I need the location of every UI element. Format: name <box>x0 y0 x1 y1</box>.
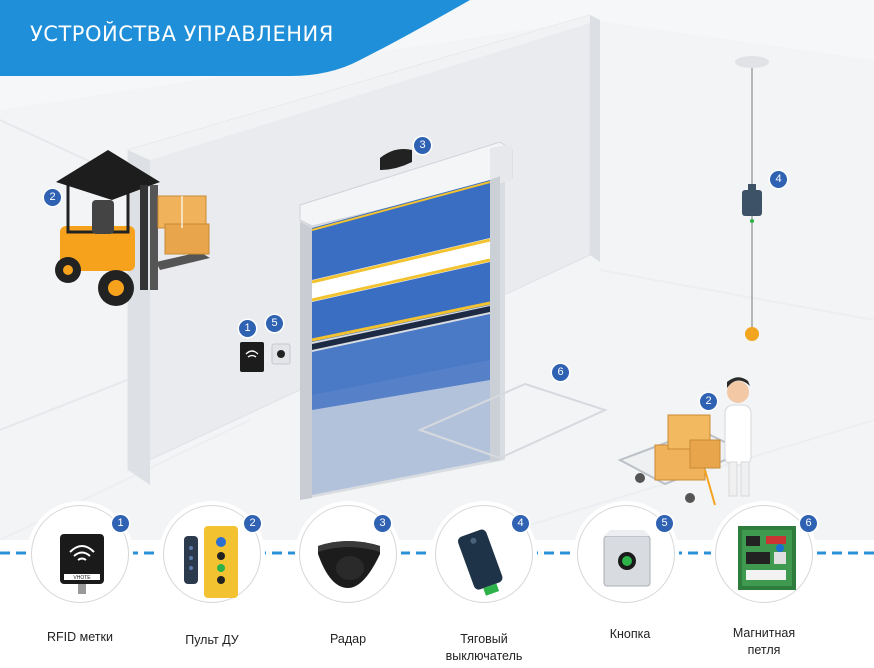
remote-control-icon <box>184 526 238 598</box>
scene-marker-button: 5 <box>266 315 283 332</box>
device-label-radar: Радар <box>329 632 367 646</box>
device-label-button: Кнопка <box>609 627 651 641</box>
push-button-icon <box>603 530 651 587</box>
scene-marker-forklift: 2 <box>44 189 61 206</box>
warehouse-scene <box>0 14 769 506</box>
magnetic-loop-icon <box>738 526 796 590</box>
forklift-illustration <box>55 150 210 306</box>
radar-icon <box>318 541 380 588</box>
scene-marker-magnetic-loop: 6 <box>552 364 569 381</box>
scene-marker-radar: 3 <box>414 137 431 154</box>
rfid-tag-icon: VHOTE <box>60 534 104 594</box>
device-number-2: 2 <box>244 515 261 532</box>
pull-switch-icon <box>457 529 503 596</box>
scene-marker-worker-remote: 2 <box>700 393 717 410</box>
scene-marker-rfid: 1 <box>239 320 256 337</box>
device-number-6: 6 <box>800 515 817 532</box>
device-number-3: 3 <box>374 515 391 532</box>
device-number-1: 1 <box>112 515 129 532</box>
header-banner: УСТРОЙСТВА УПРАВЛЕНИЯ <box>0 0 480 76</box>
device-label-remote: Пульт ДУ <box>185 633 239 647</box>
device-number-5: 5 <box>656 515 673 532</box>
device-label-magnetic-loop: Магнитная петля <box>732 626 796 657</box>
scene-marker-pull-switch: 4 <box>770 171 787 188</box>
page-title: УСТРОЙСТВА УПРАВЛЕНИЯ <box>30 22 334 46</box>
rfid-logo-text: VHOTE <box>73 575 91 581</box>
device-label-rfid: RFID метки <box>47 630 113 644</box>
worker-illustration <box>617 377 752 506</box>
device-label-pull-switch: Тяговый выключатель <box>445 632 523 663</box>
device-number-4: 4 <box>512 515 529 532</box>
